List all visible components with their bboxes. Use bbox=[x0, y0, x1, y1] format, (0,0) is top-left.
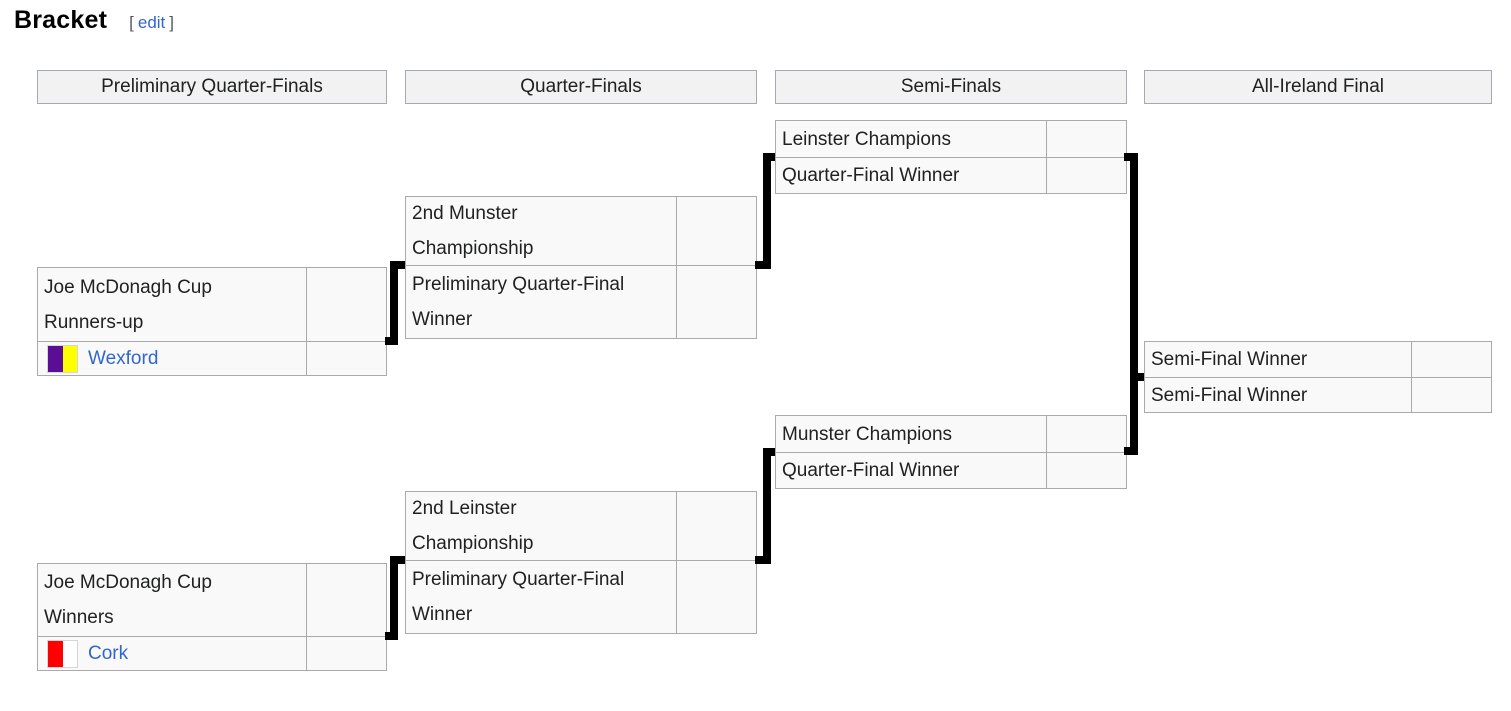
team-name: Preliminary Quarter-Final Winner bbox=[412, 274, 625, 330]
connector-prelim-top-into-qf bbox=[396, 261, 405, 269]
match-preliminary-qf-top: Joe McDonagh Cup Runners-up Wexford bbox=[37, 267, 387, 376]
score-cell bbox=[1046, 416, 1126, 452]
team-name-cell: Semi-Final Winner bbox=[1145, 378, 1411, 412]
score-cell bbox=[676, 197, 756, 265]
connector-prelim-bottom-from-box bbox=[385, 632, 398, 640]
team-name-cell: Quarter-Final Winner bbox=[776, 453, 1046, 488]
cork-flag-icon bbox=[47, 639, 78, 668]
connector-qf-top-from-box bbox=[755, 261, 765, 269]
score-cell bbox=[676, 266, 756, 338]
connector-prelim-top-from-box bbox=[385, 337, 398, 345]
connector-qf-bottom-vertical bbox=[763, 448, 771, 564]
connector-qf-bottom-from-box bbox=[755, 556, 765, 564]
match-semi-final-bottom: Munster Champions Quarter-Final Winner bbox=[775, 415, 1127, 489]
team-name-cell: Semi-Final Winner bbox=[1145, 342, 1411, 377]
match-quarter-final-top: 2nd Munster Championship Preliminary Qua… bbox=[405, 196, 757, 339]
team-name: Leinster Champions bbox=[782, 128, 951, 150]
score-cell bbox=[1411, 378, 1491, 412]
connector-semi-top-from-box bbox=[1124, 153, 1132, 161]
section-heading: Bracket [edit] bbox=[14, 6, 174, 35]
team-name: Semi-Final Winner bbox=[1151, 384, 1308, 406]
round-header-semi-finals: Semi-Finals bbox=[775, 70, 1127, 104]
connector-qf-top-into-semi bbox=[769, 153, 775, 161]
score-cell bbox=[1046, 121, 1126, 157]
team-name: Preliminary Quarter-Final Winner bbox=[412, 569, 625, 625]
team-link-wexford[interactable]: Wexford bbox=[88, 348, 159, 369]
connector-semis-vertical bbox=[1130, 153, 1138, 455]
team-name: Joe McDonagh Cup Winners bbox=[44, 572, 212, 628]
score-cell bbox=[306, 564, 386, 636]
match-semi-final-top: Leinster Champions Quarter-Final Winner bbox=[775, 120, 1127, 194]
team-name: 2nd Leinster Championship bbox=[412, 498, 534, 554]
round-header-preliminary-quarter-finals: Preliminary Quarter-Finals bbox=[37, 70, 387, 104]
edit-link[interactable]: edit bbox=[137, 13, 166, 32]
team-name: Semi-Final Winner bbox=[1151, 349, 1308, 370]
team-name-cell: Joe McDonagh Cup Runners-up bbox=[38, 268, 306, 341]
score-cell bbox=[1046, 453, 1126, 488]
team-name-cell: Preliminary Quarter-Final Winner bbox=[406, 266, 676, 338]
team-name-cell: Preliminary Quarter-Final Winner bbox=[406, 561, 676, 633]
team-name-cell: Quarter-Final Winner bbox=[776, 158, 1046, 193]
team-name-cell: Cork bbox=[38, 637, 306, 670]
round-header-label: Preliminary Quarter-Finals bbox=[101, 76, 323, 97]
team-name-cell: Wexford bbox=[38, 342, 306, 375]
score-cell bbox=[676, 492, 756, 560]
wexford-flag-icon bbox=[47, 344, 78, 373]
connector-qf-bottom-into-semi bbox=[769, 448, 775, 456]
round-header-label: Quarter-Finals bbox=[520, 76, 642, 97]
round-header-label: All-Ireland Final bbox=[1252, 76, 1384, 97]
match-quarter-final-bottom: 2nd Leinster Championship Preliminary Qu… bbox=[405, 491, 757, 634]
score-cell bbox=[306, 268, 386, 341]
round-header-all-ireland-final: All-Ireland Final bbox=[1144, 70, 1492, 104]
round-header-label: Semi-Finals bbox=[900, 76, 1002, 97]
edit-bracket-open: [ bbox=[129, 13, 134, 32]
edit-section: [edit] bbox=[129, 13, 174, 33]
score-cell bbox=[1046, 158, 1126, 193]
score-cell bbox=[306, 637, 386, 670]
round-header-quarter-finals: Quarter-Finals bbox=[405, 70, 757, 104]
team-name: 2nd Munster Championship bbox=[412, 203, 534, 259]
team-name: Quarter-Final Winner bbox=[782, 165, 960, 186]
team-name: Munster Champions bbox=[782, 423, 953, 445]
page-title: Bracket bbox=[14, 6, 108, 34]
team-name-cell: 2nd Munster Championship bbox=[406, 197, 676, 265]
match-all-ireland-final: Semi-Final Winner Semi-Final Winner bbox=[1144, 341, 1492, 413]
edit-bracket-close: ] bbox=[169, 13, 175, 32]
team-name: Joe McDonagh Cup Runners-up bbox=[44, 276, 212, 333]
connector-qf-top-vertical bbox=[763, 153, 771, 269]
connector-prelim-bottom-vertical bbox=[390, 556, 398, 640]
score-cell bbox=[676, 561, 756, 633]
team-link-cork[interactable]: Cork bbox=[88, 643, 129, 664]
team-name-cell: Leinster Champions bbox=[776, 121, 1046, 157]
connector-into-final bbox=[1136, 373, 1144, 381]
connector-semi-bottom-from-box bbox=[1124, 447, 1132, 455]
score-cell bbox=[306, 342, 386, 375]
match-preliminary-qf-bottom: Joe McDonagh Cup Winners Cork bbox=[37, 563, 387, 671]
connector-prelim-top-vertical bbox=[390, 261, 398, 345]
team-name-cell: 2nd Leinster Championship bbox=[406, 492, 676, 560]
team-name-cell: Munster Champions bbox=[776, 416, 1046, 452]
score-cell bbox=[1411, 342, 1491, 377]
team-name-cell: Joe McDonagh Cup Winners bbox=[38, 564, 306, 636]
team-name: Quarter-Final Winner bbox=[782, 460, 960, 481]
connector-prelim-bottom-into-qf bbox=[396, 556, 405, 564]
